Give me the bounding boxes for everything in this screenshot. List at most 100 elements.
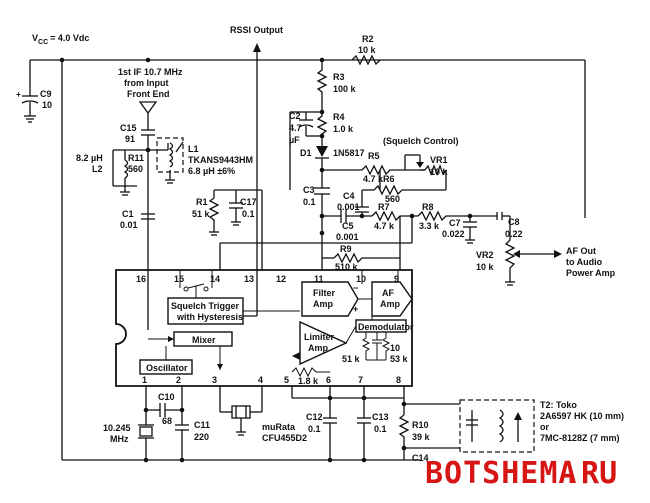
filter-amp-block <box>301 281 359 317</box>
r8-name: R8 <box>422 202 434 212</box>
mixer-block <box>148 331 233 347</box>
vr1-name: VR1 <box>430 155 448 165</box>
vr2-name: VR2 <box>476 250 494 260</box>
pin-12: 12 <box>276 274 286 284</box>
oscillator-block <box>139 346 193 375</box>
c5-capacitor <box>322 209 372 223</box>
c13-name: C13 <box>372 412 389 422</box>
pin-1: 1 <box>142 375 147 385</box>
svg-text:+: + <box>353 304 358 314</box>
c17-capacitor <box>229 190 243 226</box>
c1-capacitor <box>141 213 155 220</box>
c2-value-2: µF <box>289 135 300 145</box>
c9-value: 10 <box>42 100 52 110</box>
c17-value: 0.1 <box>242 209 255 219</box>
c11-value: 220 <box>194 432 209 442</box>
t2-label-1: T2: Toko <box>540 400 577 410</box>
c17-name: C17 <box>240 197 257 207</box>
ground-rail <box>62 457 420 463</box>
c3-value: 0.1 <box>303 197 316 207</box>
c13-value: 0.1 <box>374 424 387 434</box>
c15-name: C15 <box>120 123 137 133</box>
c8-name: C8 <box>508 217 520 227</box>
r2-resistor <box>351 54 381 66</box>
c4-value: 0.001 <box>337 202 360 212</box>
pin-2: 2 <box>176 375 181 385</box>
t2-label-4: 7MC-8128Z (7 mm) <box>540 433 620 443</box>
r4-value: 1.0 k <box>333 124 354 134</box>
pin-10: 10 <box>356 274 366 284</box>
r3-resistor <box>316 60 328 115</box>
r2-value: 10 k <box>358 45 377 55</box>
r1-8k-resistor <box>291 366 330 378</box>
r9-value: 510 k <box>335 262 359 272</box>
r5-resistor <box>322 164 405 176</box>
input-arrow <box>138 101 158 130</box>
pin-11: 11 <box>314 274 324 284</box>
r8-resistor <box>412 210 473 222</box>
r6-resistor <box>362 170 446 196</box>
r9-name: R9 <box>340 244 352 254</box>
c7-value: 0.022 <box>442 229 465 239</box>
filter-part: CFU455D2 <box>262 433 307 443</box>
pin-14: 14 <box>210 274 220 284</box>
pin-9: 9 <box>394 274 399 284</box>
c5-value: 0.001 <box>336 232 359 242</box>
c9-capacitor: + <box>16 60 39 123</box>
ic-body <box>115 269 413 387</box>
af-amp-label-2: Amp <box>380 299 401 309</box>
c10-value: 68 <box>162 416 172 426</box>
pin-15: 15 <box>174 274 184 284</box>
d1-diode <box>315 146 329 173</box>
xtal-label-1: 10.245 <box>103 423 131 433</box>
input-label-3: Front End <box>127 89 170 99</box>
watermark-suffix: .RU <box>563 456 617 491</box>
c3-name: C3 <box>303 185 315 195</box>
af-amp-block <box>371 281 413 317</box>
af-out-label-1: AF Out <box>566 246 596 256</box>
pin-16: 16 <box>136 274 146 284</box>
quadrature-network <box>398 386 460 460</box>
c11-name: C11 <box>194 420 210 430</box>
l1-value-2: 6.8 µH ±6% <box>188 166 235 176</box>
c2-name: C2 <box>289 111 301 121</box>
r2-name: R2 <box>362 34 374 44</box>
squelch-trigger-label-1: Squelch Trigger <box>171 301 240 311</box>
input-label-1: 1st IF 10.7 MHz <box>118 67 183 77</box>
squelch-trigger-label-2: with Hysteresis <box>176 312 243 322</box>
r10-name: R10 <box>412 420 429 430</box>
ceramic-filter <box>219 386 263 436</box>
c12-name: C12 <box>306 412 323 422</box>
c2-value-1: 4.7 <box>289 123 302 133</box>
r1-value: 51 k <box>192 209 211 219</box>
c5-name: C5 <box>342 221 354 231</box>
filter-name: muRata <box>262 422 296 432</box>
c14-name: C14 <box>412 453 429 463</box>
d1-name: D1 <box>300 148 312 158</box>
xtal-label-2: MHz <box>110 434 129 444</box>
vr1-potentiometer <box>404 154 447 190</box>
r7-value: 4.7 k <box>374 221 395 231</box>
crystal-network <box>138 386 189 460</box>
pin-13: 13 <box>244 274 254 284</box>
c2-capacitor <box>289 111 325 190</box>
t2-transformer <box>459 399 535 453</box>
c15-capacitor <box>141 129 155 153</box>
l2-value: 8.2 µH <box>76 153 103 163</box>
l1-value-1: TKANS9443HM <box>188 155 253 165</box>
watermark-text: BOTSHEMA <box>425 456 578 491</box>
c10int-value: 10 <box>390 343 400 353</box>
r6-name: R6 <box>383 174 395 184</box>
demodulator-label: Demodulator <box>358 322 414 332</box>
d1-value: 1N5817 <box>333 148 365 158</box>
filter-amp-label-2: Amp <box>313 299 334 309</box>
oscillator-label: Oscillator <box>146 363 188 373</box>
c8-value: 0.22 <box>505 229 523 239</box>
vr2-value: 10 k <box>476 262 495 272</box>
c15-value: 91 <box>125 134 135 144</box>
filter-amp-label-1: Filter <box>313 288 336 298</box>
l1-coil <box>156 137 184 184</box>
r1-name: R1 <box>196 197 208 207</box>
